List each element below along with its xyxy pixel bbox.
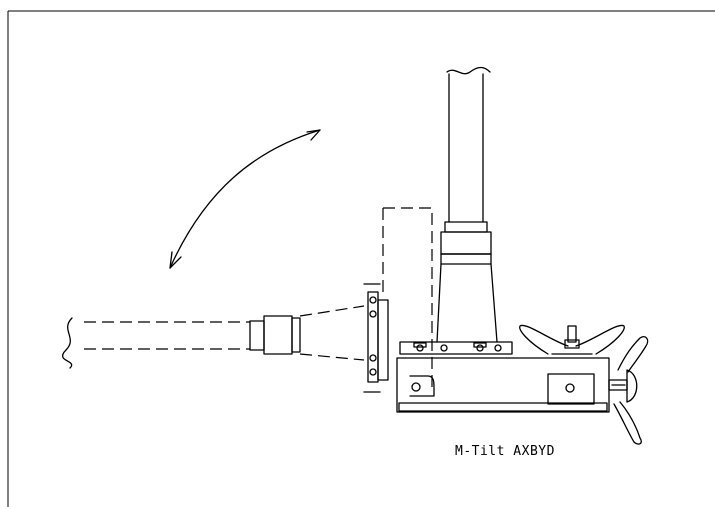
side-knob [608, 369, 638, 403]
tilt-arrow-icon [169, 129, 321, 269]
vertical-tube [440, 66, 492, 265]
base-plate [399, 341, 513, 355]
rotating-lever [613, 336, 649, 445]
drawing-border [7, 10, 715, 507]
side-flange [363, 283, 389, 393]
tapered-adapter [436, 263, 498, 343]
t-handle [519, 324, 625, 355]
horizontal-tube-tilted [62, 305, 365, 369]
head-body [396, 357, 610, 413]
model-caption: M-Tilt AXBYD [455, 444, 555, 459]
alt-position-outline [382, 207, 433, 388]
